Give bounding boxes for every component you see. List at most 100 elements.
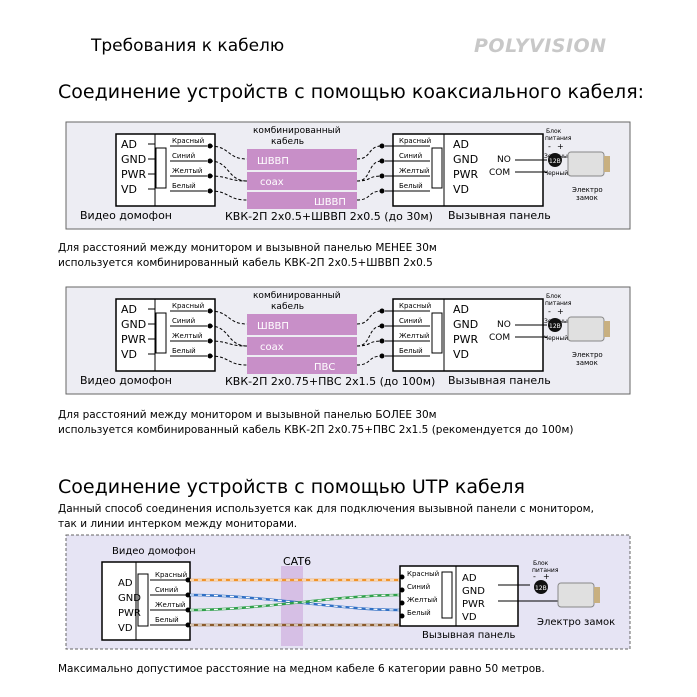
wire-color-label: Желтый [399, 167, 429, 175]
call-panel-box [399, 565, 519, 627]
wire [209, 160, 248, 182]
lock-label: Электро [572, 186, 603, 194]
cable-segment-mid [247, 172, 357, 190]
terminal-label: GND [453, 318, 478, 331]
connector-block [155, 147, 167, 189]
section-title-utp: Соединение устройств с помощью UTP кабел… [58, 476, 525, 498]
lock-label: Электро замок [537, 617, 615, 628]
terminal-label: GND [453, 153, 478, 166]
wire-color-label: Желтый [155, 601, 185, 609]
cable-title: кабель [271, 137, 304, 147]
terminal-dot [185, 577, 191, 583]
terminal-dot [185, 607, 191, 613]
cable-spec: КВК-2П 2x0.75+ПВС 2x1.5 (до 100м) [225, 375, 435, 388]
terminal-label: VD [121, 183, 137, 196]
terminal-label: PWR [462, 599, 485, 610]
section-title-coax: Соединение устройств с помощью коаксиаль… [58, 81, 645, 103]
psu-icon [548, 318, 562, 332]
psu-label: Блок [533, 560, 549, 567]
wire-color-label: Желтый [172, 167, 202, 175]
terminal-label: GND [121, 153, 146, 166]
lock-terminal: COM [489, 168, 510, 178]
psu-voltage: 12В [549, 323, 561, 330]
wire [209, 145, 248, 160]
terminal-dot [399, 574, 405, 580]
wire-color-label: Красный [407, 570, 439, 578]
psu-label: питания [545, 300, 572, 307]
psu-minus: - [548, 142, 551, 151]
footer-note: Максимально допустимое расстояние на мед… [58, 663, 545, 675]
cable-segment-top [247, 149, 357, 170]
wire [356, 145, 383, 160]
lock-wire-label: Черный [544, 335, 568, 342]
wire-color-label: Красный [399, 302, 431, 310]
psu-icon [548, 153, 562, 167]
terminal-label: AD [121, 303, 137, 316]
wire [209, 325, 248, 347]
terminal-dot [185, 622, 191, 628]
wire [356, 340, 383, 347]
psu-plus: + [557, 142, 564, 151]
terminal-label: PWR [453, 168, 479, 181]
connector-block [441, 571, 453, 619]
terminal-label: GND [118, 593, 141, 604]
cable-label: ШВВП [257, 321, 289, 332]
terminal-label: VD [453, 348, 469, 361]
note-1: Для расстояний между монитором и вызывно… [58, 241, 437, 271]
terminal-dot [379, 308, 385, 314]
psu-label: Блок [546, 293, 562, 300]
terminal-label: VD [121, 348, 137, 361]
psu-plus: + [557, 307, 564, 316]
terminal-dot [379, 158, 385, 164]
lock-label: Электро [572, 351, 603, 359]
cable-label: ШВВП [314, 197, 346, 208]
terminal-label: VD [453, 183, 469, 196]
terminal-label: PWR [453, 333, 479, 346]
brand-logo: POLYVISION [474, 35, 607, 57]
wire-color-label: Синий [172, 317, 195, 325]
psu-minus: - [533, 572, 536, 581]
lock-bolt [594, 587, 600, 603]
lock-terminal: COM [489, 333, 510, 343]
wire-color-label: Красный [172, 302, 204, 310]
electric-lock-icon [557, 582, 595, 608]
cable-segment-top [247, 314, 357, 335]
cable-label: ШВВП [257, 156, 289, 167]
utp-description-line: так и линии интерком между мониторами. [58, 518, 298, 530]
twisted-pair-stripe [189, 594, 401, 611]
wire-color-label: Белый [155, 616, 179, 624]
intercom-label: Видео домофон [80, 374, 172, 387]
terminal-dot [379, 143, 385, 149]
cable-spec: КВК-2П 2x0.5+ШВВП 2x0.5 (до 30м) [225, 210, 433, 223]
terminal-label: PWR [121, 333, 147, 346]
wire-color-label: Синий [172, 152, 195, 160]
utp-description: Данный способ соединения используется ка… [58, 502, 594, 532]
lock-bolt [604, 321, 610, 337]
lock-label: замок [576, 359, 598, 367]
cable-segment-bottom [247, 357, 357, 374]
wire-color-label: Синий [155, 586, 178, 594]
panel-label: Вызывная панель [448, 209, 551, 222]
cable-label: coax [260, 177, 284, 188]
terminal-dot [399, 587, 405, 593]
connector-block [431, 147, 443, 189]
terminal-dot [399, 600, 405, 606]
panel-label: Вызывная панель [448, 374, 551, 387]
note-2-line: Для расстояний между монитором и вызывно… [58, 409, 437, 421]
lock-terminal: NO [497, 155, 511, 165]
lock-wire-label: Черный [544, 170, 568, 177]
terminal-label: AD [462, 573, 477, 584]
note-1-line: используется комбинированный кабель КВК-… [58, 257, 433, 269]
wire-color-label: Красный [172, 137, 204, 145]
psu-label: питания [532, 567, 559, 574]
terminal-dot [185, 592, 191, 598]
terminal-label: AD [453, 303, 469, 316]
lock-bolt [604, 156, 610, 172]
cable-segment-bottom [247, 192, 357, 209]
cable-title: комбинированный [253, 291, 341, 301]
terminal-label: AD [453, 138, 469, 151]
terminal-label: GND [462, 586, 485, 597]
terminal-label: PWR [121, 168, 147, 181]
